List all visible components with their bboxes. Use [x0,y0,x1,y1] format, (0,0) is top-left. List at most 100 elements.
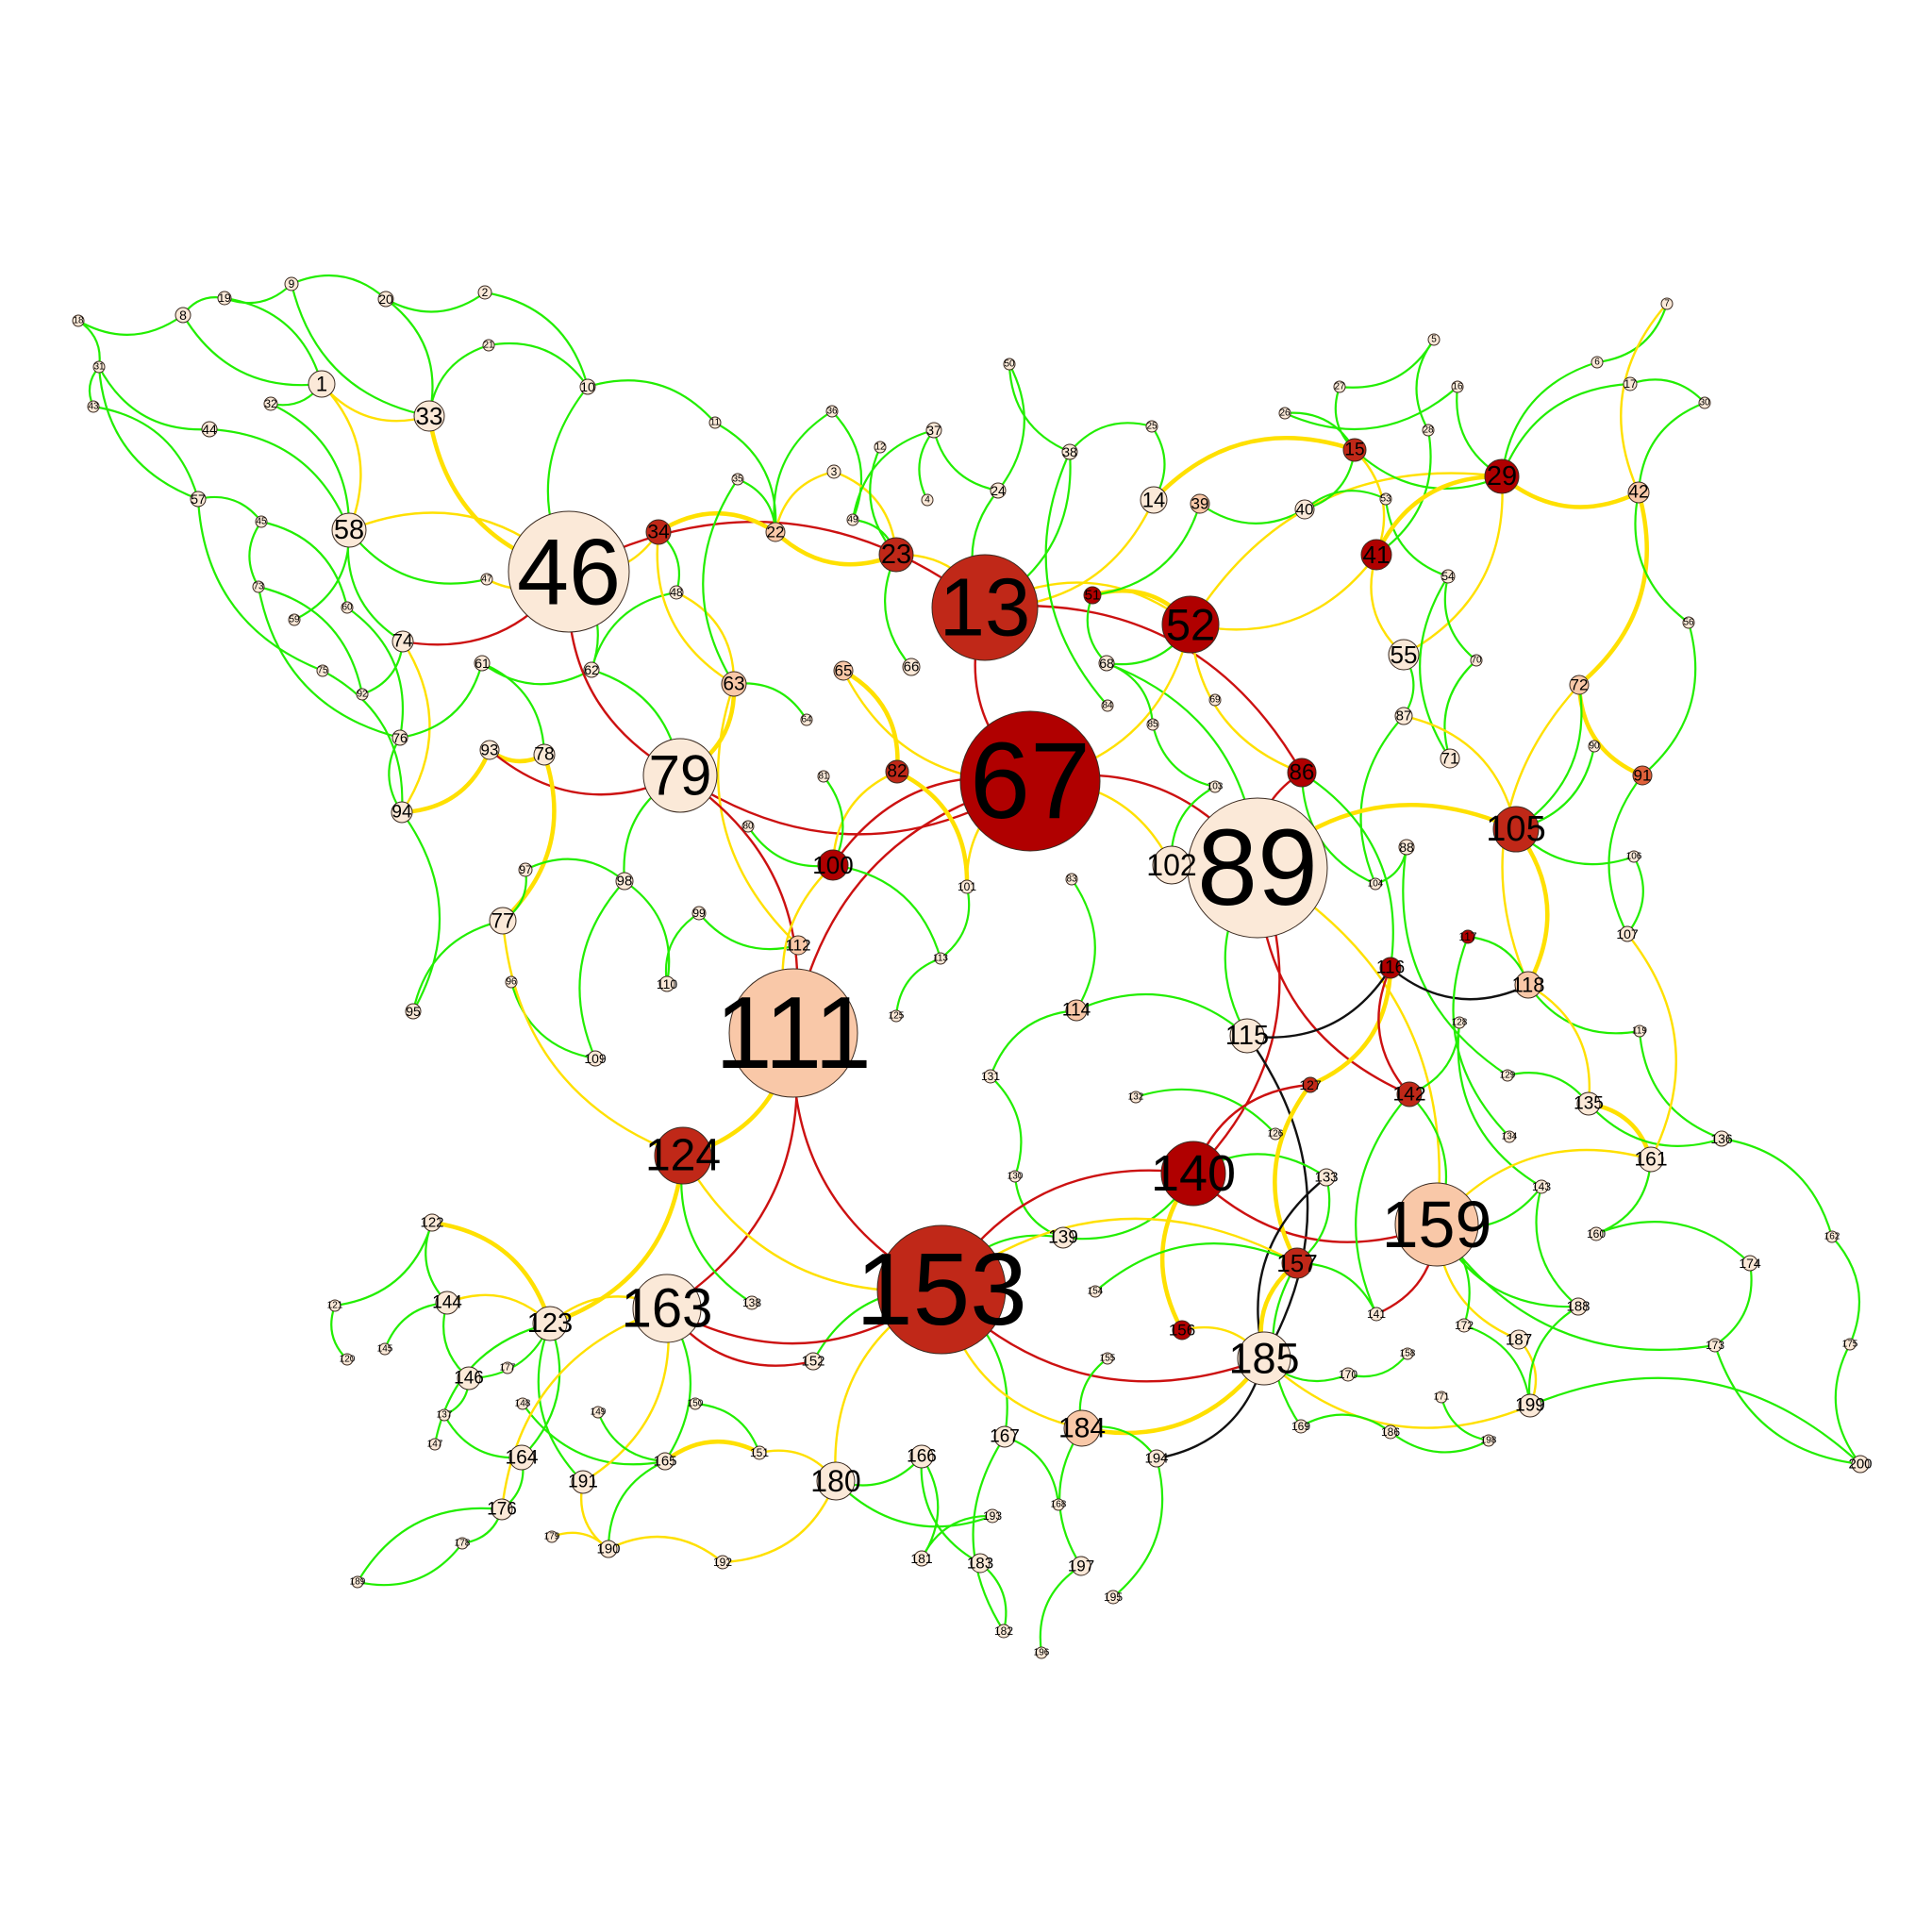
node-label: 112 [785,937,810,955]
node-label: 103 [1208,782,1224,792]
node-153: 153 [856,1224,1027,1355]
node-177: 177 [500,1361,516,1374]
node-circle [599,1540,618,1558]
node-196: 196 [1034,1646,1050,1659]
node-101: 101 [958,879,976,894]
node-180: 180 [810,1461,861,1501]
node-label: 188 [1566,1299,1590,1315]
node-circle [846,513,859,526]
node-97: 97 [518,862,533,877]
node-33: 33 [413,400,445,432]
node-circle [715,1555,730,1570]
node-circle [1492,806,1540,853]
node-circle [1569,675,1590,695]
node-6: 6 [1591,356,1604,369]
node-label: 197 [1068,1557,1094,1575]
node-7: 7 [1660,297,1674,310]
node-label: 88 [1399,840,1414,855]
node-circle [1843,1338,1857,1351]
node-69: 69 [1208,693,1222,707]
node-label: 50 [1004,359,1015,370]
node-label: 87 [1396,708,1412,724]
node-label: 9 [289,277,295,291]
node-label: 138 [742,1296,761,1309]
node-133: 133 [1314,1168,1339,1187]
node-circle [1441,569,1456,584]
node-115: 115 [1225,1018,1269,1054]
node-circle [1501,1069,1514,1082]
node-label: 183 [967,1555,993,1573]
node-145: 145 [377,1342,393,1356]
node-label: 122 [420,1215,443,1231]
node-circle [658,975,675,992]
node-circle [1379,492,1392,506]
node-label: 13 [940,562,1031,654]
edge-96-109 [509,981,596,1060]
node-circle [1071,1556,1091,1576]
node-circle [479,740,500,760]
node-circle [1682,616,1695,629]
node-123: 123 [527,1306,573,1341]
node-label: 68 [1099,656,1114,671]
node-label: 111 [715,975,872,1091]
node-175: 175 [1842,1338,1858,1351]
node-circle [405,1003,422,1020]
edge-29-42 [1500,475,1640,509]
node-90: 90 [1588,740,1601,753]
edge-57-75 [196,498,324,673]
node-110: 110 [657,975,677,992]
node-label: 132 [1128,1092,1144,1103]
node-label: 78 [534,745,554,765]
node-circle [1147,1449,1166,1468]
node-circle [587,1050,604,1067]
node-171: 171 [1434,1391,1450,1404]
node-191: 191 [568,1470,598,1494]
edge-167-182 [972,1436,1006,1632]
node-circle [1152,845,1191,885]
node-29: 29 [1484,458,1520,494]
node-circle [1623,376,1638,391]
node-label: 140 [1151,1145,1236,1202]
edge-113-125 [894,957,941,1017]
node-label: 144 [432,1293,462,1313]
node-label: 41 [1363,541,1391,569]
node-circle [1003,358,1016,371]
edge-34-22 [657,510,777,534]
edge-118-119 [1527,984,1641,1035]
node-82: 82 [885,759,909,784]
node-164: 164 [505,1444,539,1471]
node-77: 77 [489,907,517,935]
node-176: 176 [487,1498,517,1521]
edge-162-175 [1831,1236,1860,1345]
edge-18-8 [77,314,184,336]
edge-119-136 [1638,1030,1723,1141]
node-circle [1065,999,1088,1022]
node-label: 120 [340,1355,356,1365]
node-circle [1388,639,1420,671]
node-label: 62 [584,662,599,677]
node-label: 171 [1434,1392,1450,1403]
node-circle [1427,333,1441,346]
node-118: 118 [1511,971,1545,999]
node-label: 48 [670,586,683,599]
edge-72-105 [1515,684,1583,830]
node-label: 60 [341,603,353,613]
node-circle [423,1213,441,1232]
edge-118-135 [1527,983,1591,1105]
edge-122-121 [334,1222,434,1307]
edge-1-58 [321,383,362,531]
node-87: 87 [1394,707,1413,725]
edge-78-77 [501,754,557,923]
node-circle [1278,407,1291,420]
node-79: 79 [642,738,718,813]
node-label: 142 [1392,1084,1425,1106]
node-label: 129 [1500,1071,1516,1081]
node-circle [669,585,684,600]
node-circle [1341,1367,1356,1382]
node-label: 5 [1431,335,1437,345]
node-circle [1576,1091,1601,1116]
edge-149-165 [596,1411,666,1463]
node-label: 90 [1589,741,1600,752]
node-circle [731,473,744,486]
node-label: 12 [874,442,886,453]
